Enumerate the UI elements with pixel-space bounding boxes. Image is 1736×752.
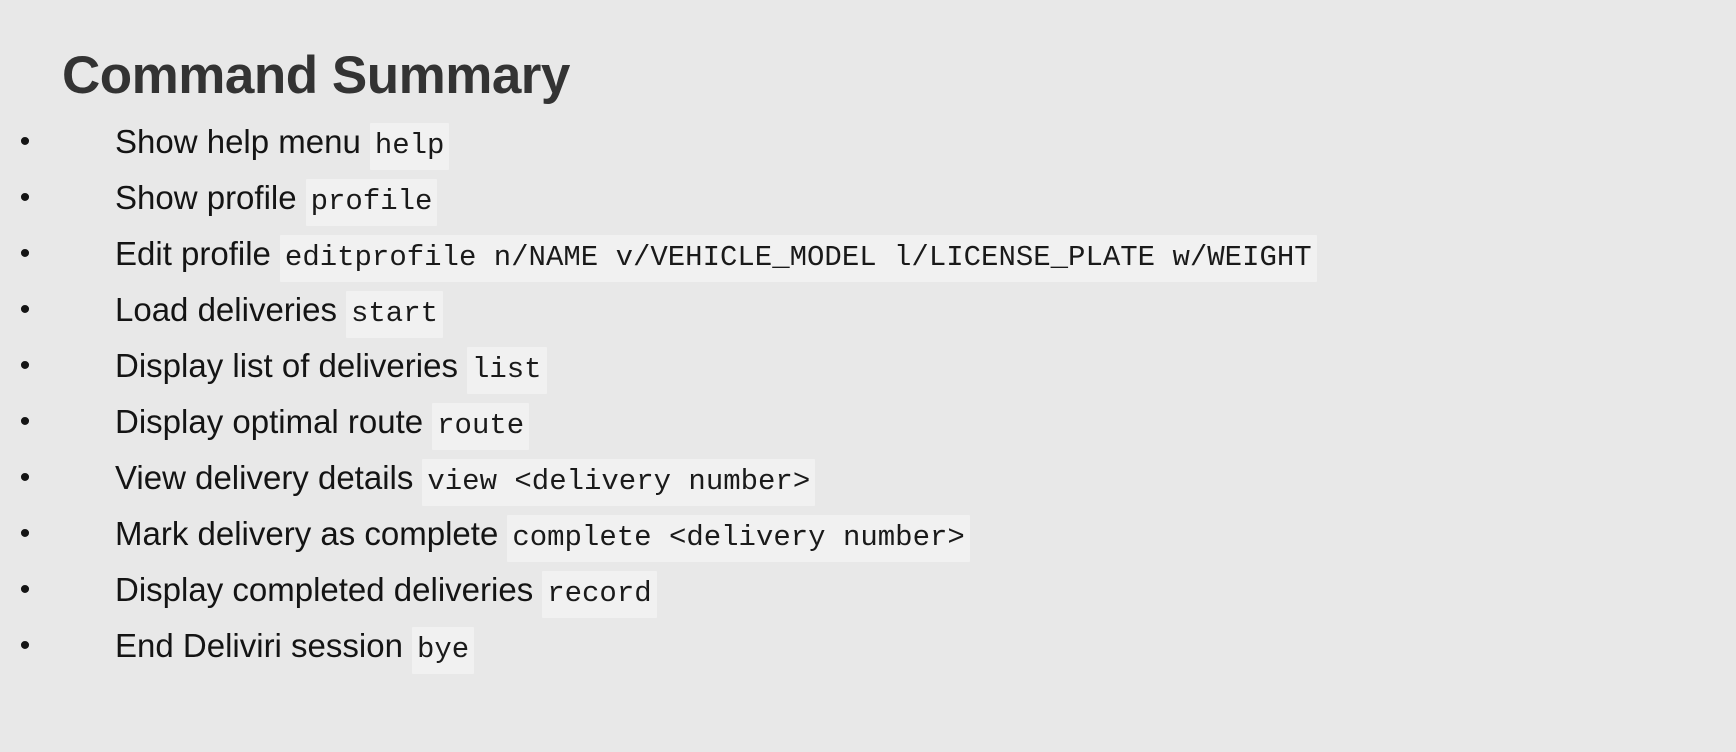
- command-description: Display optimal route: [115, 403, 424, 440]
- command-code: help: [369, 123, 450, 170]
- command-code: view <delivery number>: [422, 459, 816, 506]
- command-code: complete <delivery number>: [507, 515, 970, 562]
- bullet-icon: •: [19, 573, 31, 606]
- command-description: Show profile: [115, 179, 297, 216]
- command-description: Load deliveries: [115, 291, 337, 328]
- command-description: View delivery details: [115, 459, 414, 496]
- bullet-icon: •: [19, 125, 31, 158]
- command-code: record: [542, 571, 657, 618]
- command-description: End Deliviri session: [115, 627, 403, 664]
- command-code: list: [466, 347, 547, 394]
- command-code: bye: [411, 627, 475, 674]
- command-description: Edit profile: [115, 235, 271, 272]
- bullet-icon: •: [19, 461, 31, 494]
- command-code: profile: [305, 179, 438, 226]
- bullet-icon: •: [19, 181, 31, 214]
- command-description: Display completed deliveries: [115, 571, 534, 608]
- bullet-icon: •: [19, 237, 31, 270]
- command-code: route: [432, 403, 530, 450]
- bullet-icon: •: [19, 517, 31, 550]
- command-description: Mark delivery as complete: [115, 515, 499, 552]
- bullet-icon: •: [19, 405, 31, 438]
- command-description: Show help menu: [115, 123, 361, 160]
- bullet-icon: •: [19, 629, 31, 662]
- command-code: editprofile n/NAME v/VEHICLE_MODEL l/LIC…: [279, 235, 1317, 282]
- bullet-icon: •: [19, 349, 31, 382]
- page-title: Command Summary: [62, 45, 570, 105]
- bullet-icon: •: [19, 293, 31, 326]
- command-code: start: [345, 291, 443, 338]
- command-description: Display list of deliveries: [115, 347, 458, 384]
